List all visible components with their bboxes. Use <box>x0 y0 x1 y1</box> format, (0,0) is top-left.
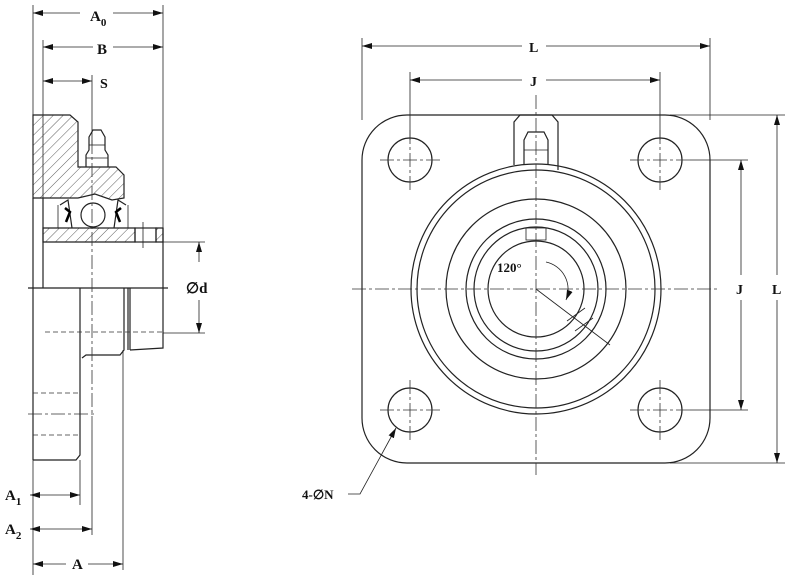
side-view: A0 B S <box>5 5 208 575</box>
dim-B-label: B <box>97 42 107 58</box>
dim-J-right-label: J <box>736 283 743 298</box>
holes-4N-label: 4-∅N <box>302 487 334 502</box>
front-view: L J J L 120° <box>302 38 785 502</box>
dim-A0-label: A0 <box>90 9 107 29</box>
dim-J-top-label: J <box>530 75 537 90</box>
dim-A1-label: A1 <box>5 488 21 508</box>
dim-d-label: ∅d <box>186 281 208 297</box>
dim-L-right-label: L <box>772 283 781 298</box>
dim-S-label: S <box>100 77 108 92</box>
dim-L-top-label: L <box>529 41 538 56</box>
angle-120-label: 120° <box>497 260 522 275</box>
dim-A-label: A <box>72 557 83 573</box>
dim-A2-label: A2 <box>5 522 22 542</box>
